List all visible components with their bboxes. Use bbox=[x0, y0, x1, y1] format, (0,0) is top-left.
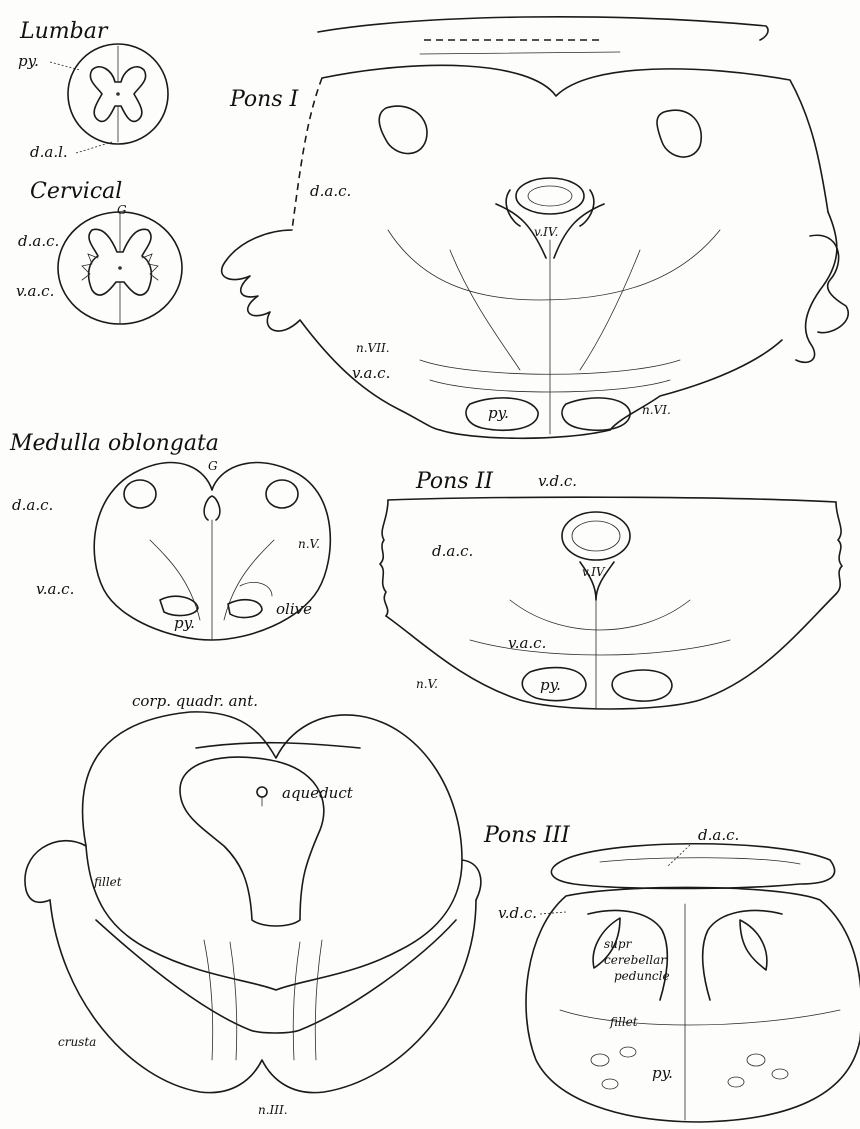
pons1-title: Pons I bbox=[229, 87, 300, 112]
pons1-dac-label: d.a.c. bbox=[310, 182, 351, 200]
medulla-title: Medulla oblongata bbox=[9, 431, 219, 456]
cqa-crusta-label: crusta bbox=[58, 1035, 96, 1049]
cqa-title: corp. quadr. ant. bbox=[132, 692, 258, 710]
pons2-vdc-label: v.d.c. bbox=[538, 472, 577, 490]
cqa-aqueduct-label: aqueduct bbox=[282, 784, 354, 802]
pons2-title: Pons II bbox=[415, 469, 494, 494]
cqa-niii-label: n.III. bbox=[258, 1103, 288, 1117]
lumbar-section bbox=[68, 44, 168, 144]
medulla-nv-label: n.V. bbox=[298, 537, 320, 551]
lumbar-dal-label: d.a.l. bbox=[30, 143, 68, 161]
pons3-scp-line1: supr bbox=[604, 937, 633, 951]
pons2-viv-label: v.IV. bbox=[582, 565, 606, 579]
pons3-py-label: py. bbox=[652, 1064, 673, 1082]
pons3-fillet-label: fillet bbox=[609, 1015, 638, 1029]
pons2-vac-label: v.a.c. bbox=[508, 634, 546, 652]
pons3-vdc-label: v.d.c. bbox=[498, 904, 537, 922]
pons1-py-label: py. bbox=[488, 404, 509, 422]
medulla-dac-label: d.a.c. bbox=[12, 496, 53, 514]
cervical-g-label: G bbox=[117, 203, 127, 217]
cqa-fillet-label: fillet bbox=[93, 875, 122, 889]
medulla-g-label: G bbox=[208, 459, 218, 473]
cervical-title: Cervical bbox=[30, 179, 122, 204]
pons1-nvii-label: n.VII. bbox=[356, 341, 390, 355]
pons3-section bbox=[526, 844, 860, 1122]
pons1-viv-label: v.IV. bbox=[534, 225, 558, 239]
pons2-py-label: py. bbox=[540, 676, 561, 694]
cervical-vac-label: v.a.c. bbox=[16, 282, 54, 300]
pons2-section bbox=[380, 497, 842, 709]
cervical-dac-label: d.a.c. bbox=[18, 232, 59, 250]
medulla-py-label: py. bbox=[174, 614, 195, 632]
lumbar-py-label: py. bbox=[18, 52, 39, 70]
pons2-nv-label: n.V. bbox=[416, 677, 438, 691]
pons3-dac-label: d.a.c. bbox=[698, 826, 739, 844]
pons1-vac-label: v.a.c. bbox=[352, 364, 390, 382]
pons3-scp-line2: cerebellar bbox=[604, 953, 667, 967]
medulla-olive-label: olive bbox=[276, 600, 312, 618]
cervical-section bbox=[58, 212, 182, 324]
lumbar-title: Lumbar bbox=[19, 19, 109, 44]
pons1-nvi-label: n.VI. bbox=[642, 403, 671, 417]
pons3-scp-line3: peduncle bbox=[614, 969, 670, 983]
medulla-vac-label: v.a.c. bbox=[36, 580, 74, 598]
pons3-title: Pons III bbox=[483, 823, 571, 848]
pons2-dac-label: d.a.c. bbox=[432, 542, 473, 560]
